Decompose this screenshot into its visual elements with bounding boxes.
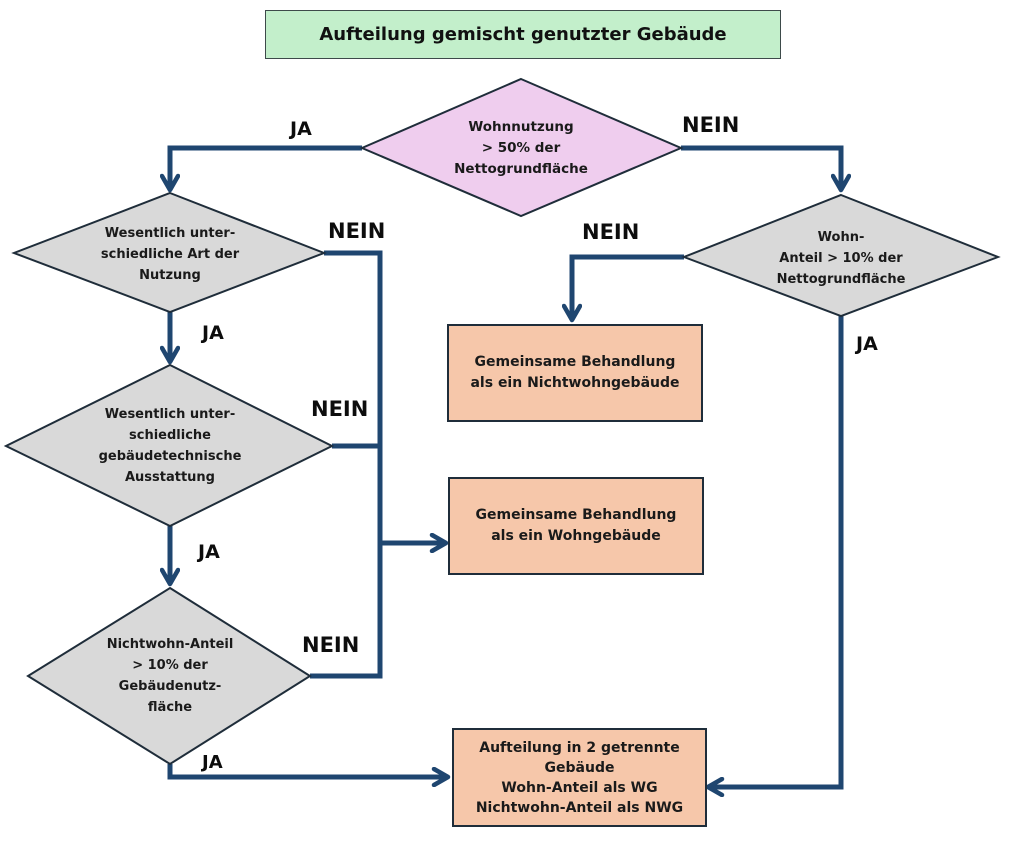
decision-ausstattung-text: Wesentlich unter- schiedliche gebäudetec… (98, 407, 242, 485)
edge-wohnnutzung-nein (681, 145, 841, 190)
decision-nichtwohn-anteil (26, 586, 312, 766)
label-art-nein: NEIN (328, 219, 386, 243)
result-wohngebaeude: Gemeinsame Behandlung als ein Wohngebäud… (448, 477, 704, 575)
diagram-title: Aufteilung gemischt genutzter Gebäude (265, 10, 781, 59)
edge-nichtwohn-ja (167, 764, 448, 777)
decision-wohnnutzung-text: Wohnnutzung > 50% der Nettogrundfläche (454, 118, 588, 177)
label-wohnnutzung-ja: JA (290, 118, 312, 140)
decision-ausstattung (3, 363, 335, 528)
label-nichtwohn-ja: JA (202, 752, 223, 773)
label-wohnnutzung-nein: NEIN (682, 113, 740, 137)
label-wohnanteil-ja: JA (856, 333, 878, 355)
decision-wohn-anteil-text: Wohn- Anteil > 10% der Nettogrundfläche (776, 229, 906, 287)
result-aufteilung: Aufteilung in 2 getrennte Gebäude Wohn-A… (452, 728, 707, 827)
decision-wohnnutzung (359, 77, 684, 218)
edge-wohnanteil-ja (708, 316, 844, 787)
decision-nichtwohn-anteil-text: Nichtwohn-Anteil > 10% der Gebäudenutz- … (106, 637, 234, 715)
decision-wohn-anteil (681, 193, 1001, 318)
edge-wohnanteil-nein (572, 254, 684, 320)
label-nichtwohn-nein: NEIN (302, 633, 360, 657)
decision-art-nutzung (11, 191, 327, 314)
edge-art-nein (310, 250, 383, 679)
label-ausstattung-nein: NEIN (311, 397, 369, 421)
result-nichtwohngebaeude: Gemeinsame Behandlung als ein Nichtwohng… (447, 324, 703, 422)
decision-art-nutzung-text: Wesentlich unter- schiedliche Art der Nu… (100, 225, 240, 283)
label-art-ja: JA (202, 322, 224, 344)
edge-wohnnutzung-ja (170, 145, 362, 190)
label-ausstattung-ja: JA (198, 541, 220, 563)
label-wohnanteil-nein: NEIN (582, 220, 640, 244)
